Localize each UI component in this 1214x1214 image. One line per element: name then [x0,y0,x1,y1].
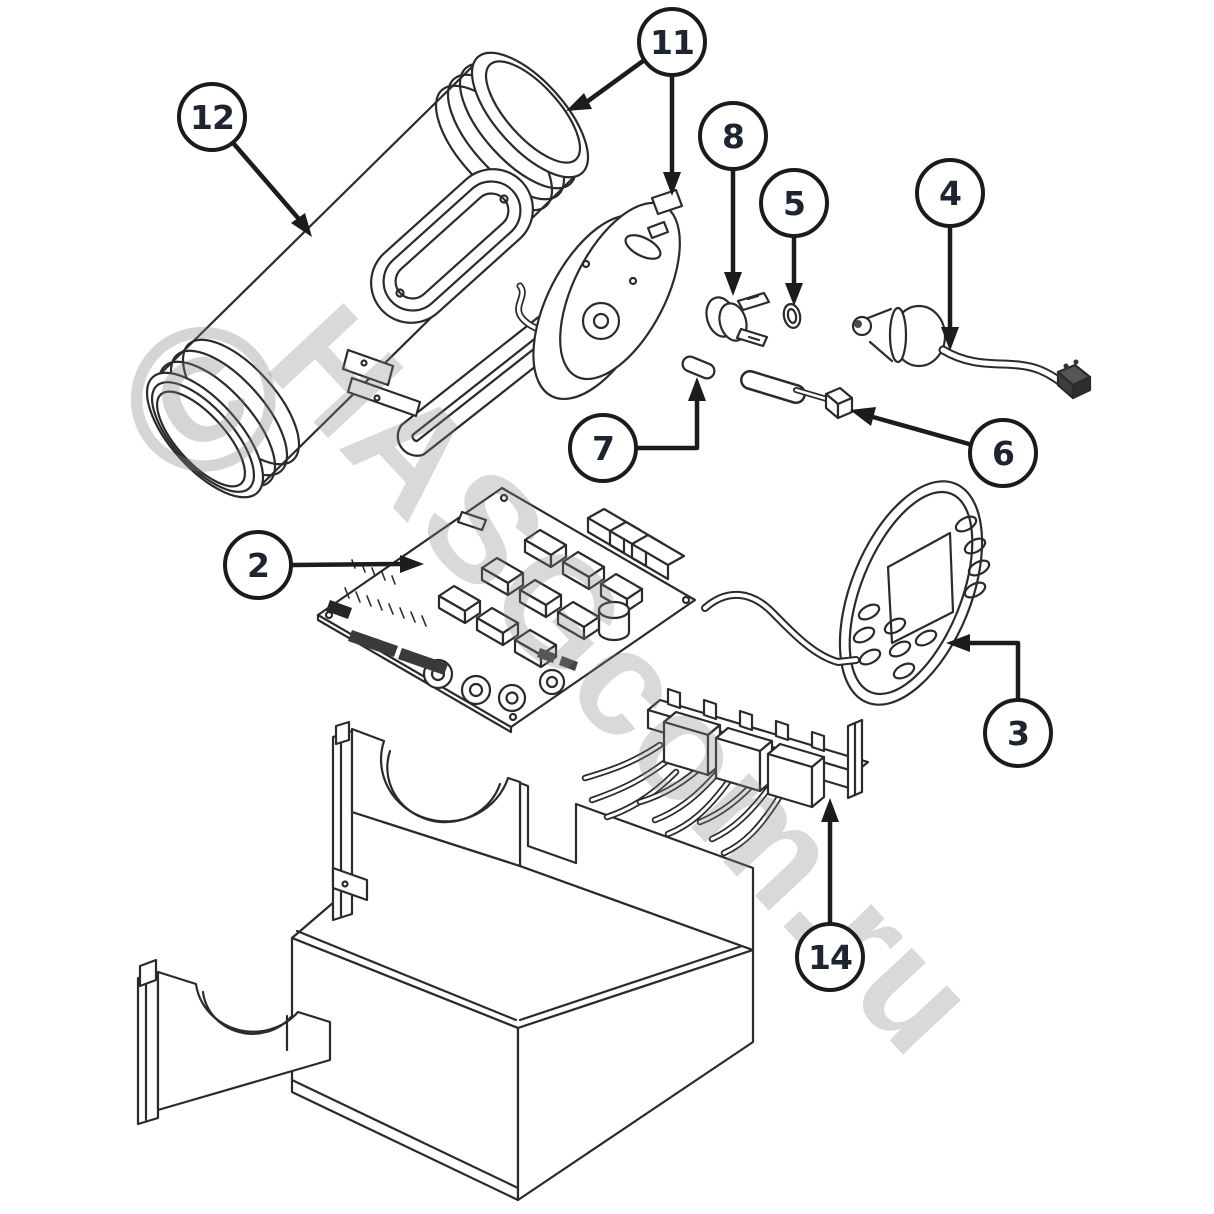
pressure-switch [851,304,1092,400]
heater-element-loop [396,282,591,457]
temperature-sensor [740,370,854,420]
terminal-block [581,687,870,857]
callout-2: 2 [223,530,293,600]
cable-connector [1056,359,1092,400]
sensor-sleeve [681,355,716,380]
callout-3-label: 3 [1007,713,1030,753]
pressure-switch-cable [938,345,1067,388]
callout-4-label: 4 [939,173,962,213]
enclosure-base [136,720,755,1202]
arrow-11b [663,74,681,196]
callout-14: 14 [795,922,865,992]
arrow-14 [821,798,839,925]
callout-7: 7 [568,413,638,483]
o-ring [782,303,802,329]
heatsink [586,507,686,581]
callout-14-label: 14 [808,937,853,977]
mounting-bracket-front [136,958,332,1126]
arrow-3 [946,634,1021,701]
element-head [532,188,684,401]
tube-bracket-tabs [341,348,422,418]
arrow-2 [290,555,424,573]
callout-5-label: 5 [783,183,806,223]
arrow-7 [635,377,706,451]
tube-window [370,168,534,324]
callout-8-label: 8 [722,116,745,156]
callout-8: 8 [698,101,768,171]
panel-cable [701,591,860,666]
hi-limit-thermostat [705,291,771,348]
callout-12-label: 12 [190,97,235,137]
arrow-8 [724,168,742,296]
heater-tube [145,51,590,499]
arrow-12 [231,141,312,237]
terminal-block-wires [581,741,784,857]
arrow-11a [566,58,646,111]
control-panel [838,480,991,706]
arrow-5 [785,233,803,306]
callout-5: 5 [759,168,829,238]
mounting-bracket-rear [331,720,522,922]
callout-3: 3 [983,698,1053,768]
callout-11: 11 [637,7,707,77]
callout-6: 6 [968,418,1038,488]
callout-arrows [231,58,1021,925]
callout-2-label: 2 [247,545,270,585]
arrow-4 [941,225,959,351]
arrow-6 [850,407,972,447]
panel-display [886,531,955,645]
callout-6-label: 6 [992,433,1015,473]
callout-11-label: 11 [650,22,695,62]
callout-12: 12 [177,82,247,152]
circuit-board [316,486,697,734]
callout-7-label: 7 [592,428,615,468]
callout-4: 4 [915,158,985,228]
